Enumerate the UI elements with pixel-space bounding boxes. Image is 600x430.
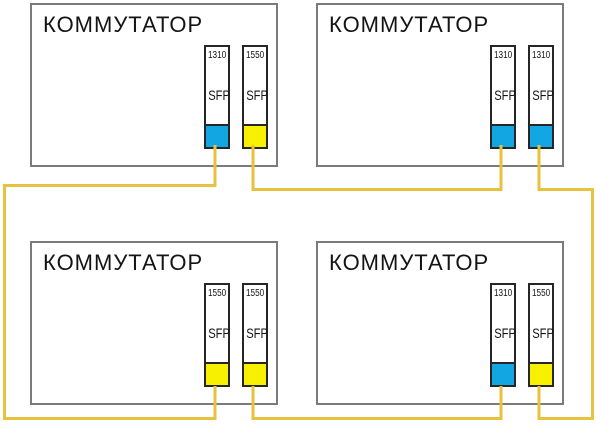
sfp-label: SFP <box>532 87 554 103</box>
wavelength-label: 1550 <box>531 288 551 299</box>
sfp-module-1310: 1310 SFP <box>490 45 516 149</box>
sfp-module-1550: 1550 SFP <box>242 283 268 387</box>
fiber-port <box>530 362 552 385</box>
wavelength-label: 1550 <box>245 288 265 299</box>
switch-top-right: КОММУТАТОР 1310 SFP 1310 SFP <box>316 3 564 167</box>
switch-bottom-right: КОММУТАТОР 1310 SFP 1550 SFP <box>316 241 564 405</box>
fiber-port <box>530 124 552 147</box>
sfp-module-1550: 1550 SFP <box>242 45 268 149</box>
sfp-label: SFP <box>208 87 230 103</box>
wavelength-label: 1310 <box>493 288 513 299</box>
fiber-port <box>206 362 228 385</box>
sfp-module-1310: 1310 SFP <box>204 45 230 149</box>
fiber-port <box>206 124 228 147</box>
switch-title: КОММУТАТОР <box>329 12 490 37</box>
sfp-label: SFP <box>246 325 268 341</box>
sfp-module-1310: 1310 SFP <box>528 45 554 149</box>
fiber-port <box>244 124 266 147</box>
sfp-label: SFP <box>532 325 554 341</box>
switch-title: КОММУТАТОР <box>43 12 204 37</box>
fiber-port <box>492 124 514 147</box>
wavelength-label: 1550 <box>245 50 265 61</box>
fiber-port <box>244 362 266 385</box>
sfp-label: SFP <box>494 325 516 341</box>
wavelength-label: 1310 <box>207 50 227 61</box>
switch-title: КОММУТАТОР <box>43 250 204 275</box>
switch-bottom-left: КОММУТАТОР 1550 SFP 1550 SFP <box>30 241 278 405</box>
sfp-module-1550: 1550 SFP <box>528 283 554 387</box>
sfp-label: SFP <box>494 87 516 103</box>
sfp-label: SFP <box>208 325 230 341</box>
wavelength-label: 1310 <box>531 50 551 61</box>
sfp-module-1550: 1550 SFP <box>204 283 230 387</box>
wavelength-label: 1310 <box>493 50 513 61</box>
sfp-module-1310: 1310 SFP <box>490 283 516 387</box>
wavelength-label: 1550 <box>207 288 227 299</box>
switch-title: КОММУТАТОР <box>329 250 490 275</box>
switch-top-left: КОММУТАТОР 1310 SFP 1550 SFP <box>30 3 278 167</box>
sfp-label: SFP <box>246 87 268 103</box>
fiber-port <box>492 362 514 385</box>
